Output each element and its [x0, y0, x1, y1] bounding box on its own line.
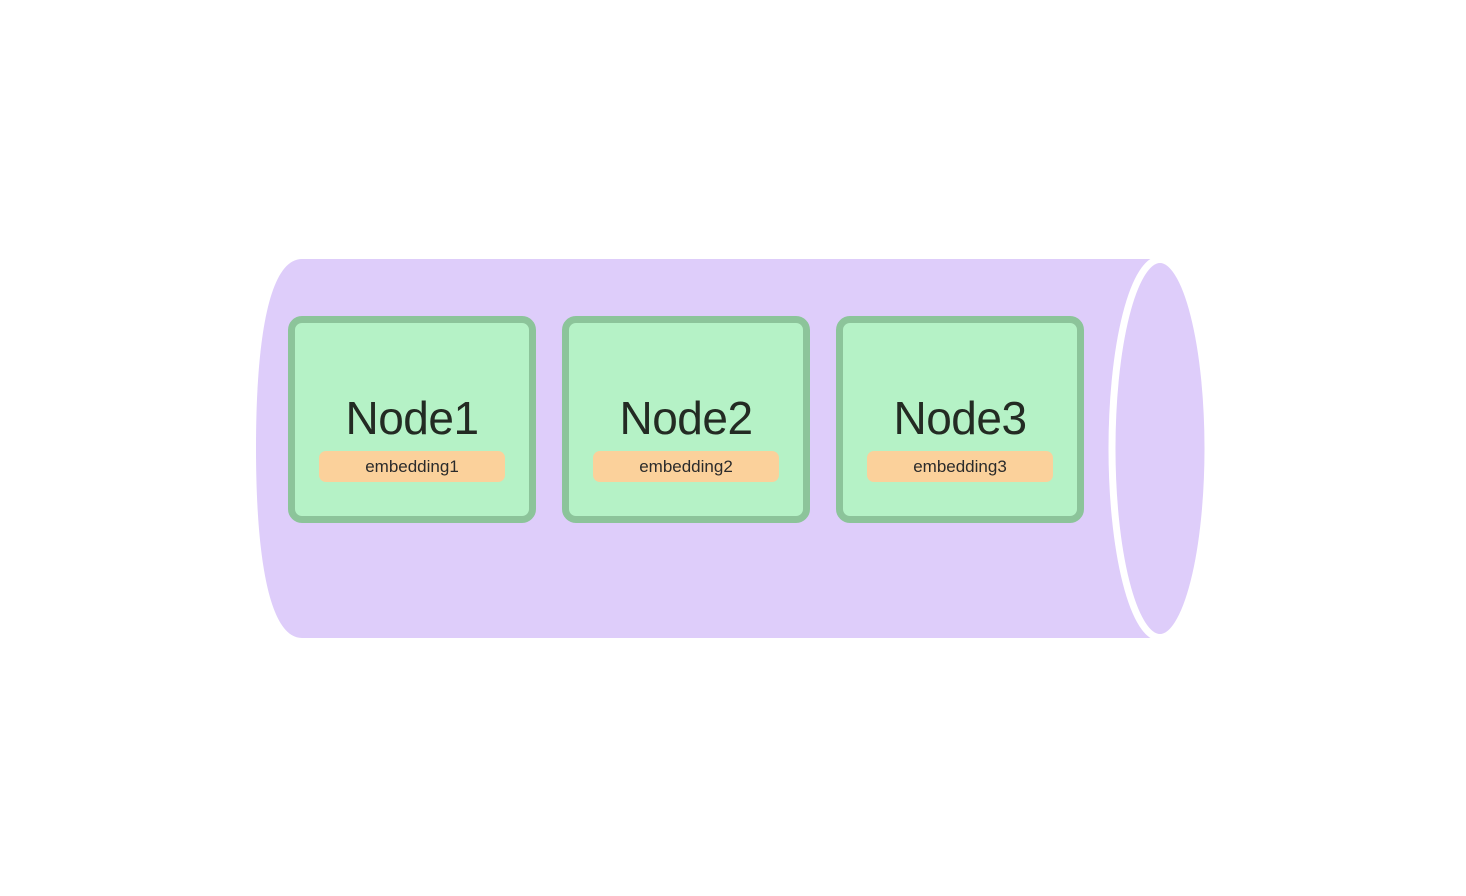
node-card-node2[interactable]: Node2 embedding2: [562, 316, 810, 523]
embedding-pill-node1[interactable]: embedding1: [319, 451, 505, 482]
node-title-node3: Node3: [893, 392, 1027, 444]
embedding-label-node1: embedding1: [365, 457, 459, 476]
embedding-pill-node3[interactable]: embedding3: [867, 451, 1053, 482]
embedding-label-node2: embedding2: [639, 457, 733, 476]
node-card-node1[interactable]: Node1 embedding1: [288, 316, 536, 523]
node-title-node2: Node2: [619, 392, 753, 444]
embedding-pill-node2[interactable]: embedding2: [593, 451, 779, 482]
cylinder-end-cap: [1108, 256, 1212, 641]
node-title-node1: Node1: [345, 392, 479, 444]
node-card-node3[interactable]: Node3 embedding3: [836, 316, 1084, 523]
embedding-label-node3: embedding3: [913, 457, 1007, 476]
